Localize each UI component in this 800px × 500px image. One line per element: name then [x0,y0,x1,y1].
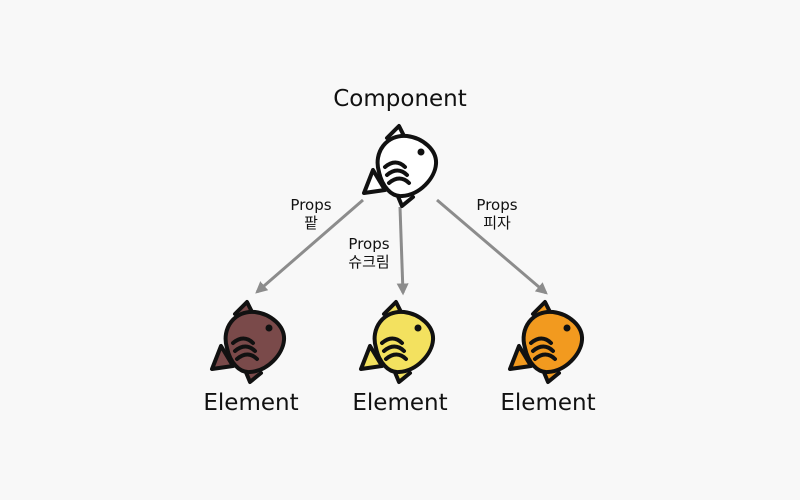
arrow-left [255,198,364,294]
edge-props-label: Props [476,196,518,214]
component-title: Component [333,86,467,112]
fish-bread-icon [508,300,584,384]
edge-label-right: Props 피자 [476,196,517,232]
edge-flavor-label: 피자 [483,214,511,232]
element-title: Element [203,390,299,416]
fish-bread-icon [359,300,435,384]
edge-flavor-label: 팥 [304,214,318,232]
edge-props-label: Props [348,235,390,253]
fish-bread-icon [210,300,286,384]
element-title: Element [352,390,448,416]
edge-flavor-label: 슈크림 [348,253,390,271]
arrow-right [436,198,548,295]
element-title: Element [500,390,596,416]
edge-label-left: Props 팥 [290,196,331,232]
arrow-center [396,206,409,296]
edge-props-label: Props [290,196,332,214]
edge-label-center: Props 슈크림 [348,235,389,271]
fish-bread-icon [362,124,438,208]
